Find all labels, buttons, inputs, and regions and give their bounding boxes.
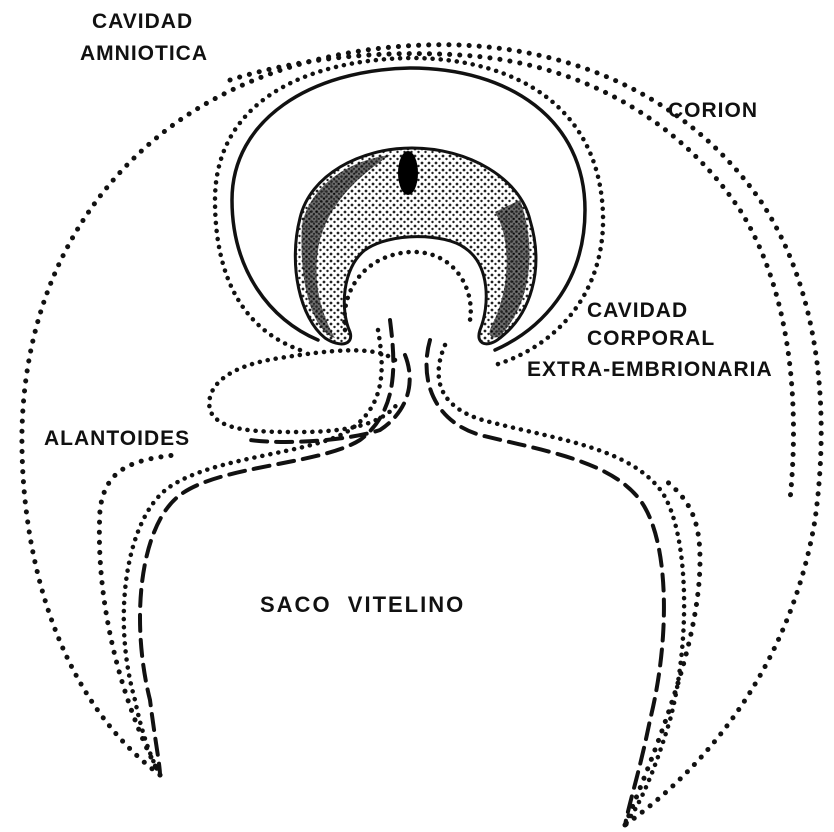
allantois-dotted: [209, 350, 400, 432]
label-yolk-sac: SACO VITELINO: [260, 592, 465, 617]
label-amniotic-cavity-1: CAVIDAD: [92, 10, 193, 33]
label-body-cavity-2: CORPORAL: [587, 327, 715, 350]
label-allantois: ALANTOIDES: [44, 427, 190, 450]
label-body-cavity-1: CAVIDAD: [587, 299, 688, 322]
neural-tube: [398, 151, 418, 195]
yolk-sac-dashed: [140, 320, 393, 775]
yolk-sac-dotted: [124, 330, 382, 775]
label-amniotic-cavity-2: AMNIOTICA: [80, 42, 208, 65]
gut-inner-dotted: [344, 252, 470, 330]
yolk-sac-dashed-right: [427, 340, 664, 825]
label-chorion: CORION: [668, 99, 758, 122]
label-body-cavity-3: EXTRA-EMBRIONARIA: [527, 358, 773, 381]
labels-group: CAVIDAD AMNIOTICA CORION CAVIDAD CORPORA…: [44, 10, 773, 617]
yolk-sac-dotted-right: [439, 345, 685, 825]
